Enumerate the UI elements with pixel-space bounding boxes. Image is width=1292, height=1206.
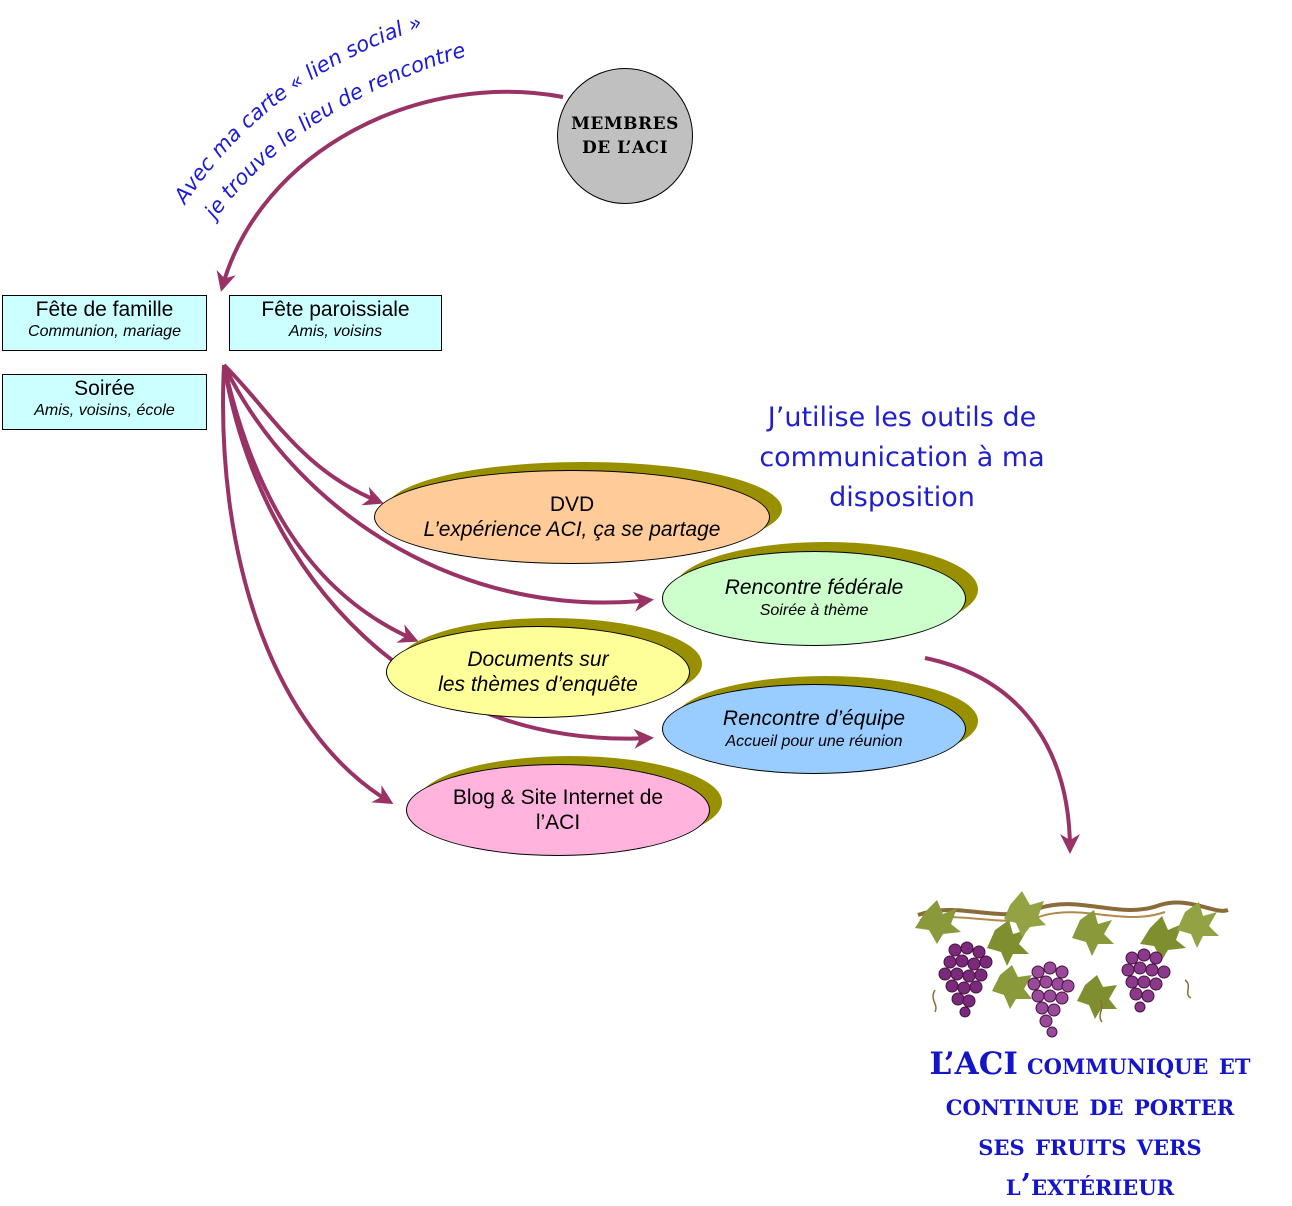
tool-rencontre-equipe-face: Rencontre d’équipe Accueil pour une réun… — [662, 684, 966, 774]
tool-subtitle: Accueil pour une réunion — [725, 732, 903, 750]
place-fete-paroissiale: Fête paroissiale Amis, voisins — [229, 295, 442, 351]
grapes-icon — [915, 891, 1229, 1038]
place-title: Fête paroissiale — [261, 298, 410, 321]
tool-title: Documents sur — [467, 648, 609, 671]
tool-title: DVD — [549, 493, 595, 516]
place-title: Soirée — [74, 377, 135, 400]
tools-note: J’utilise les outils de communication à … — [759, 402, 1045, 513]
tool-subtitle: les thèmes d’enquête — [438, 673, 638, 696]
tool-title: Rencontre d’équipe — [722, 706, 906, 730]
result-line-3: ses fruits vers — [978, 1128, 1202, 1163]
tool-subtitle: L’expérience ACI, ça se partage — [423, 518, 721, 541]
arrow-to-rencontre-equipe — [222, 364, 654, 749]
arrow-to-blog — [221, 364, 394, 805]
tool-title: Blog & Site Internet de — [452, 786, 664, 809]
tool-dvd: DVD L’expérience ACI, ça se partage — [374, 462, 784, 564]
members-line-1: MEMBRES — [571, 114, 679, 134]
place-subtitle: Amis, voisins — [288, 323, 383, 340]
tool-blog: Blog & Site Internet de l’ACI — [406, 756, 724, 856]
tool-rencontre-federale-face: Rencontre fédérale Soirée à thème — [662, 551, 966, 646]
tool-blog-face: Blog & Site Internet de l’ACI — [406, 764, 710, 856]
tool-rencontre-equipe: Rencontre d’équipe Accueil pour une réun… — [662, 676, 980, 774]
arrow-members-to-places — [216, 89, 564, 292]
members-line-2: DE L’ACI — [581, 138, 669, 158]
place-subtitle: Communion, mariage — [28, 323, 181, 340]
result-line-2: continue de porter — [945, 1088, 1235, 1123]
members-circle: MEMBRES DE L’ACI — [557, 68, 693, 204]
arrow-to-result — [924, 656, 1080, 854]
tool-dvd-face: DVD L’expérience ACI, ça se partage — [374, 470, 770, 564]
result-first: L’ACI — [929, 1046, 1018, 1082]
arrow-to-documents — [222, 364, 419, 643]
tool-rencontre-federale: Rencontre fédérale Soirée à thème — [662, 542, 980, 646]
tool-documents-face: Documents sur les thèmes d’enquête — [386, 626, 690, 718]
caption-line-1: Avec ma carte « lien social » — [168, 10, 425, 209]
place-soiree: Soirée Amis, voisins, école — [2, 374, 207, 430]
tool-subtitle: Soirée à thème — [759, 602, 869, 619]
arrow-to-dvd — [222, 363, 384, 506]
tool-subtitle: l’ACI — [535, 811, 581, 834]
result-line-1: L’ACI communique et — [890, 1044, 1290, 1086]
result-line-4: l’extérieur — [1005, 1168, 1175, 1203]
place-subtitle: Amis, voisins, école — [34, 402, 175, 419]
result-rest: communique et — [1026, 1047, 1251, 1082]
tool-documents: Documents sur les thèmes d’enquête — [386, 618, 704, 718]
result-text: L’ACI communique et continue de porter s… — [890, 1044, 1290, 1206]
arrow-fan — [221, 363, 654, 805]
place-fete-famille: Fête de famille Communion, mariage — [2, 295, 207, 351]
place-title: Fête de famille — [35, 298, 174, 321]
arrow-to-rencontre-federale — [222, 364, 654, 612]
tool-title: Rencontre fédérale — [724, 576, 904, 599]
